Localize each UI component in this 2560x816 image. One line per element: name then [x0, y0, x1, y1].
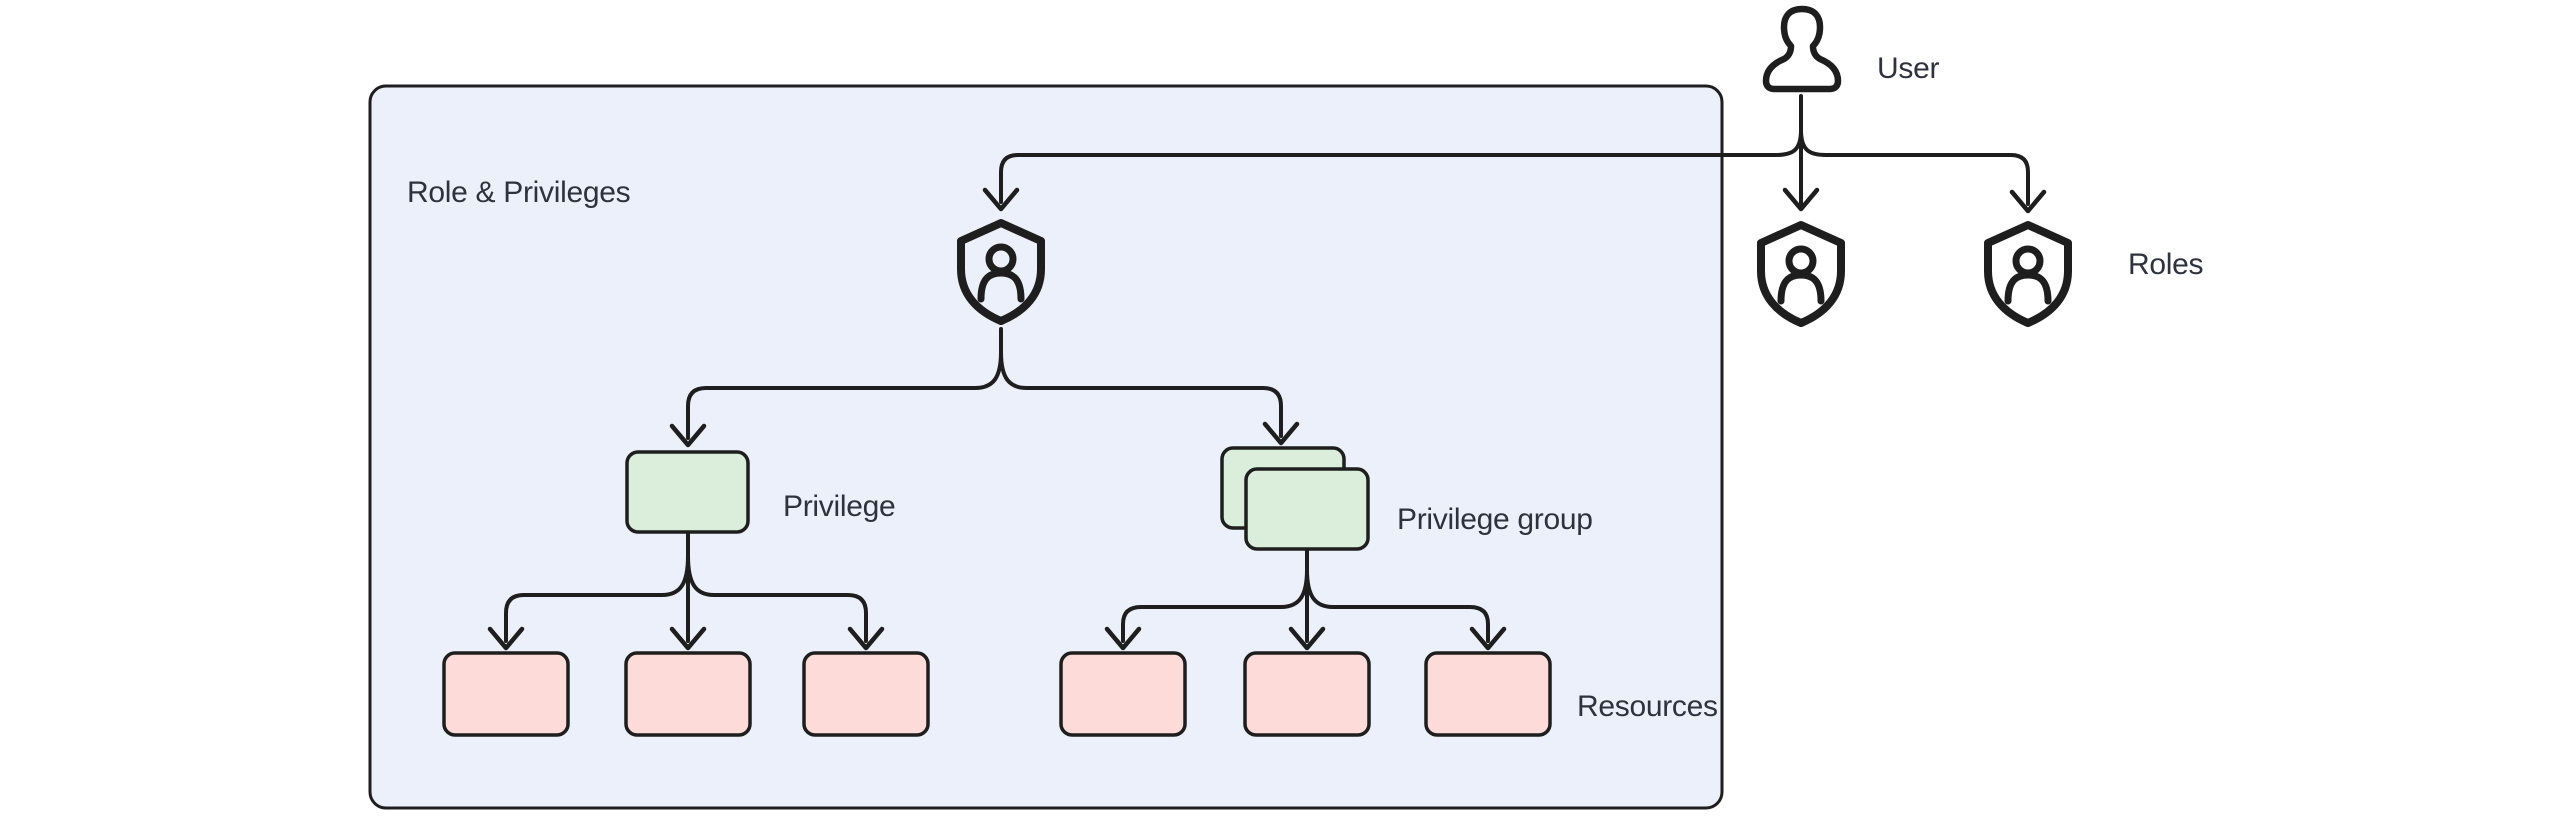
privilege-node — [625, 450, 750, 534]
resource-node-4 — [1059, 651, 1187, 737]
privilege-label: Privilege — [783, 490, 895, 523]
arrowhead-resource-6 — [1469, 626, 1507, 651]
arrowhead-privilege-group — [1262, 421, 1300, 446]
privilege-group-label: Privilege group — [1397, 503, 1593, 536]
arrowhead-role-2 — [2009, 189, 2047, 214]
resource-node-5 — [1243, 651, 1371, 737]
edge-role-to-privilege-group — [999, 350, 1283, 438]
arrowhead-privilege — [669, 423, 707, 448]
edge-group-to-resource-6 — [1305, 568, 1490, 643]
role-privileges-container — [368, 84, 1724, 810]
resource-node-3 — [802, 651, 930, 737]
arrowhead-role-1 — [1782, 187, 1820, 212]
resource-node-2 — [624, 651, 752, 737]
arrowhead-resource-5 — [1288, 626, 1326, 651]
shield-person-icon-role-1 — [1761, 225, 1841, 323]
resource-node-1 — [442, 651, 570, 737]
user-bust-icon — [1762, 5, 1842, 93]
edge-user-to-container-role — [999, 128, 1803, 204]
arrowhead-resource-3 — [847, 626, 885, 651]
arrowhead-resource-4 — [1104, 626, 1142, 651]
edge-role-to-privilege — [686, 327, 1003, 440]
resources-label: Resources — [1577, 690, 1718, 723]
resource-node-6 — [1424, 651, 1552, 737]
arrowhead-container-role — [982, 187, 1020, 212]
privilege-group-node-front — [1244, 467, 1370, 551]
edge-user-to-role-2 — [1799, 128, 2030, 206]
arrowhead-resource-2 — [669, 626, 707, 651]
roles-label: Roles — [2128, 248, 2203, 281]
shield-person-icon-role-2 — [1988, 225, 2068, 323]
user-label: User — [1877, 52, 1939, 85]
arrowhead-resource-1 — [487, 626, 525, 651]
edge-privilege-to-resource-3 — [686, 554, 868, 643]
container-label: Role & Privileges — [407, 176, 630, 209]
connectors — [487, 94, 2047, 651]
